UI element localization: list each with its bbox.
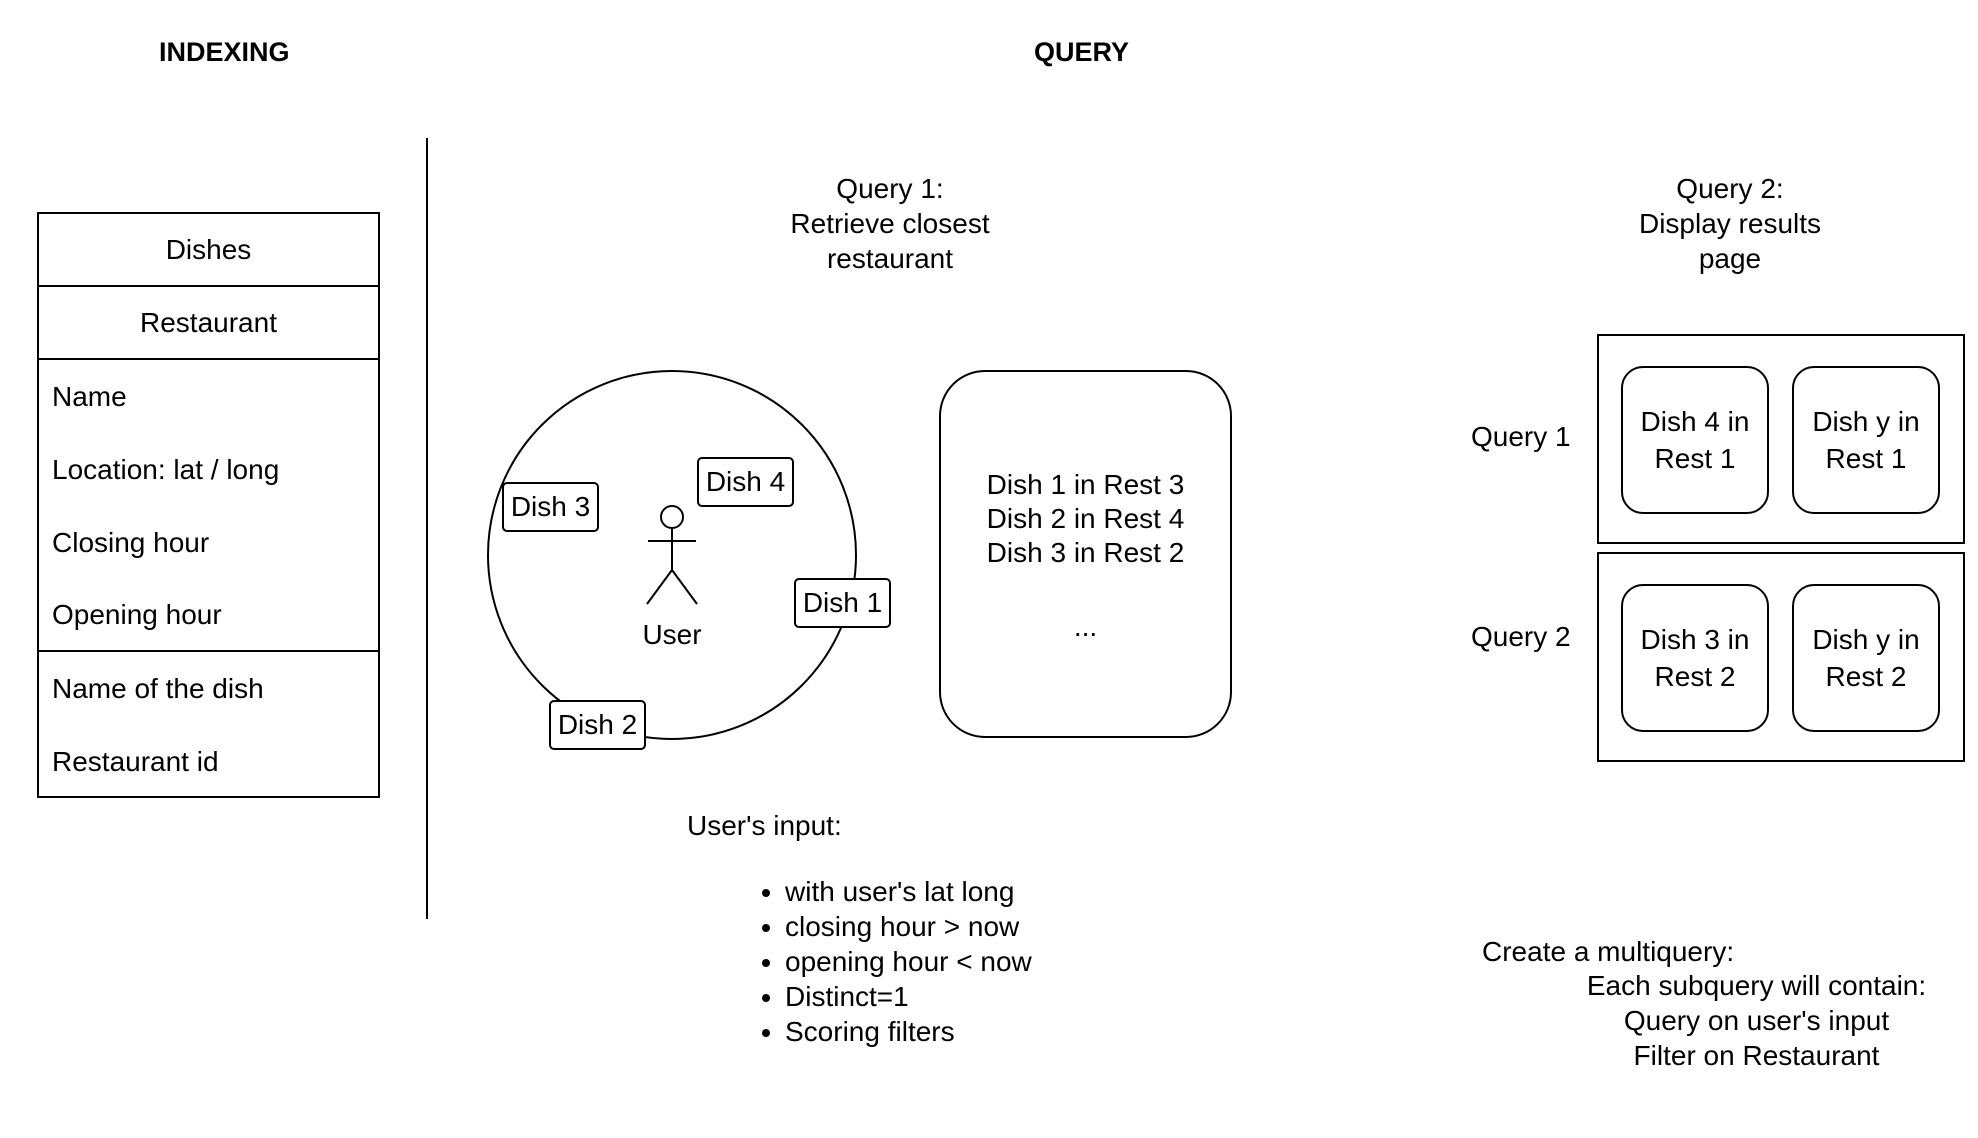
schema-table: Dishes Restaurant Name Location: lat / l… (37, 212, 380, 798)
query2-title: Query 2: Display results page (1580, 171, 1880, 276)
dish-tag-label: Dish 4 (705, 466, 786, 497)
restaurant-header-label: Restaurant (140, 306, 277, 338)
field-label: Location: lat / long (52, 453, 280, 485)
result-card: Dish 4 in Rest 1 (1621, 366, 1769, 514)
dishes-header: Dishes (39, 214, 378, 287)
result-card: Dish y in Rest 2 (1792, 584, 1940, 732)
query1-results-box: Dish 1 in Rest 3 Dish 2 in Rest 4 Dish 3… (939, 370, 1232, 738)
query2-title-line: Query 2: (1676, 173, 1784, 204)
dish-tag: Dish 2 (549, 700, 646, 750)
dish-tag-label: Dish 1 (802, 587, 883, 618)
query1-title: Query 1: Retrieve closest restaurant (740, 171, 1040, 276)
field-name: Name (39, 360, 378, 433)
user-input-item: closing hour > now (785, 909, 1032, 944)
multiquery-note-body: Each subquery will contain: Query on use… (1560, 968, 1953, 1073)
query1-title-line: restaurant (826, 243, 954, 274)
multiquery-note-line: Filter on Restaurant (1633, 1040, 1880, 1071)
result-card-line: Dish 4 in (1640, 406, 1750, 437)
field-label: Opening hour (52, 598, 222, 630)
dish-tag: Dish 1 (794, 578, 891, 628)
field-restaurant-id: Restaurant id (39, 725, 378, 798)
user-icon (646, 505, 698, 605)
user-input-title: User's input: (687, 810, 842, 841)
result-card: Dish y in Rest 1 (1792, 366, 1940, 514)
indexing-heading: INDEXING (159, 37, 290, 67)
multiquery-note-line: Query on user's input (1623, 1005, 1890, 1036)
user-label: User (642, 619, 702, 650)
dishes-header-label: Dishes (165, 233, 252, 265)
result-card-line: Dish 3 in (1640, 624, 1750, 655)
results-row-label: Query 1 (1471, 421, 1571, 452)
query1-title-line: Query 1: (836, 173, 944, 204)
result-line: Dish 1 in Rest 3 (986, 469, 1185, 500)
user-input-item: opening hour < now (785, 944, 1032, 979)
field-label: Name of the dish (52, 672, 264, 704)
query2-title-line: page (1698, 243, 1762, 274)
results-ellipsis: ... (1073, 611, 1098, 642)
result-line: Dish 3 in Rest 2 (986, 537, 1185, 568)
dish-tag: Dish 3 (502, 482, 599, 532)
field-dish-name: Name of the dish (39, 652, 378, 725)
dish-tag: Dish 4 (697, 457, 794, 507)
multiquery-note-title: Create a multiquery: (1482, 936, 1735, 967)
result-card-line: Rest 2 (1654, 661, 1736, 692)
result-card-line: Rest 1 (1654, 443, 1736, 474)
field-location: Location: lat / long (39, 433, 378, 506)
results-row-label: Query 2 (1471, 621, 1571, 652)
results-row: Dish 3 in Rest 2 Dish y in Rest 2 (1597, 552, 1965, 762)
multiquery-note-line: Each subquery will contain: (1586, 970, 1927, 1001)
result-card-line: Dish y in (1812, 624, 1920, 655)
user-input-item: Distinct=1 (785, 979, 1032, 1014)
query-heading: QUERY (1034, 37, 1130, 67)
section-divider (426, 138, 428, 919)
result-card-line: Rest 1 (1825, 443, 1907, 474)
result-card-line: Rest 2 (1825, 661, 1907, 692)
field-label: Name (52, 380, 127, 412)
search-radius-circle (487, 370, 857, 740)
query1-title-line: Retrieve closest (790, 208, 990, 239)
field-opening-hour: Opening hour (39, 579, 378, 652)
user-input-list: with user's lat long closing hour > now … (751, 874, 1032, 1049)
result-card: Dish 3 in Rest 2 (1621, 584, 1769, 732)
field-label: Restaurant id (52, 745, 219, 777)
field-label: Closing hour (52, 526, 210, 558)
query2-title-line: Display results (1638, 208, 1822, 239)
dish-tag-label: Dish 2 (557, 709, 638, 740)
user-input-item: Scoring filters (785, 1014, 1032, 1049)
result-line: Dish 2 in Rest 4 (986, 503, 1185, 534)
restaurant-header: Restaurant (39, 287, 378, 360)
result-card-line: Dish y in (1812, 406, 1920, 437)
user-input-item: with user's lat long (785, 874, 1032, 909)
results-row: Dish 4 in Rest 1 Dish y in Rest 1 (1597, 334, 1965, 544)
query1-results-list: Dish 1 in Rest 3 Dish 2 in Rest 4 Dish 3… (941, 468, 1230, 644)
field-closing-hour: Closing hour (39, 506, 378, 579)
dish-tag-label: Dish 3 (510, 491, 591, 522)
